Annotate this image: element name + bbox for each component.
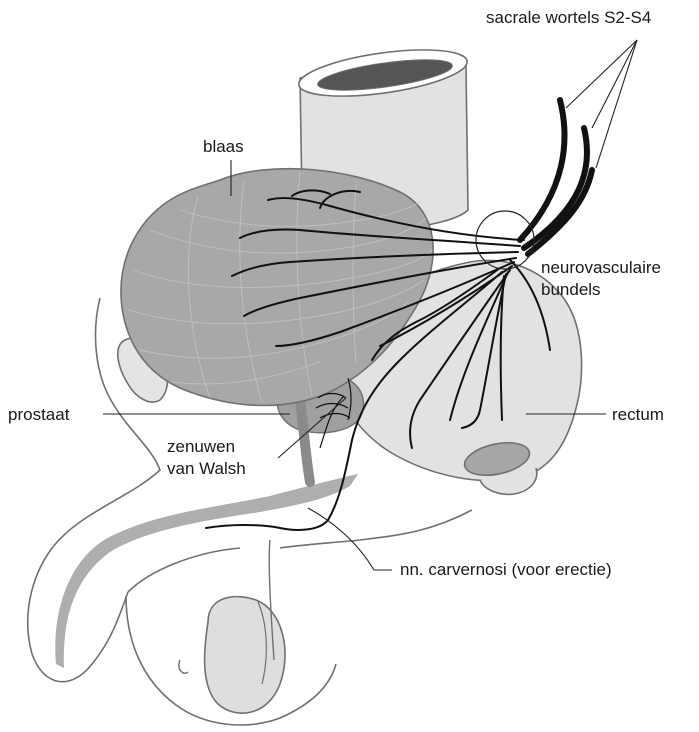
label-nv-bundle-line2: bundels (541, 279, 601, 300)
label-rectum: rectum (612, 404, 664, 425)
testis (179, 540, 285, 713)
label-cavernous: nn. carvernosi (voor erectie) (400, 559, 612, 580)
label-walsh-line1: zenuwen (167, 436, 235, 457)
label-bladder: blaas (203, 136, 244, 157)
label-prostate: prostaat (8, 404, 69, 425)
sacral-roots (520, 100, 592, 254)
label-nv-bundle-line1: neurovasculaire (541, 257, 661, 278)
label-sacral-roots: sacrale wortels S2-S4 (486, 7, 651, 28)
label-walsh-line2: van Walsh (167, 458, 246, 479)
